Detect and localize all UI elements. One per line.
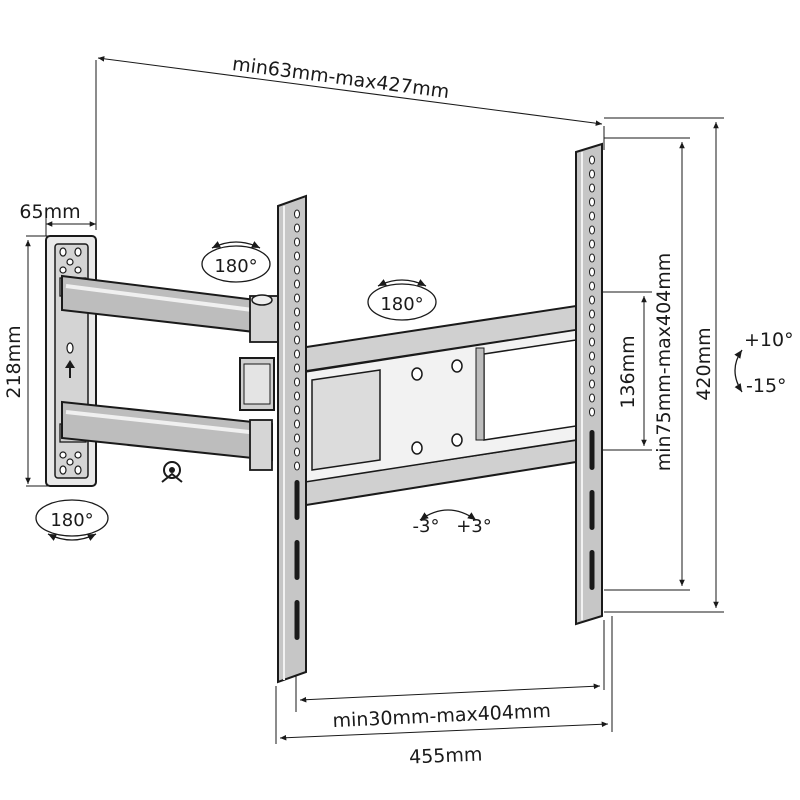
rail-slot [589,379,595,389]
rail-slot [589,407,595,417]
wall-plate [45,235,97,487]
rail-slot [589,253,595,263]
rail-slot [589,337,595,347]
rail-slot [589,309,595,319]
tv-plate [299,304,577,508]
rail-slot [294,377,300,387]
rail-slot [589,323,595,333]
label-overall-width: 455mm [409,743,483,768]
rail-slot [589,267,595,277]
rail-slot [589,351,595,361]
rail-slot [294,405,300,415]
label-tilt-up: +10° [744,329,794,351]
left-rail-slots [294,209,300,640]
label-head-swivel: 180° [380,294,423,315]
rail-slot [294,279,300,289]
rail-slot [294,251,300,261]
rail-slot [294,447,300,457]
rail-slot [294,391,300,401]
rail-slot [589,155,595,165]
label-vesa-vertical: min75mm-max404mm [653,253,675,472]
rail-slot [294,223,300,233]
rail-slot [589,281,595,291]
rail-slot [589,295,595,305]
upper-arm [61,274,279,343]
label-vesa-horizontal: min30mm-max404mm [332,700,551,732]
lower-arm [61,400,273,471]
rail-slot [589,197,595,207]
rail-slot [294,349,300,359]
label-tilt-down: -15° [746,375,787,397]
label-level-right: +3° [456,516,492,537]
rotation-indicators [35,241,743,541]
rail-slot [589,211,595,221]
rail-slot [589,393,595,403]
right-rail-slots [589,155,595,590]
rail-long-slot [294,480,300,520]
label-wall-depth: 65mm [19,201,80,223]
rail-long-slot [589,490,595,530]
dimension-lines [25,56,724,744]
rail-slot [294,461,300,471]
rail-slot [589,169,595,179]
rail-slot [294,321,300,331]
rail-slot [294,335,300,345]
label-top-span: min63mm-max427mm [231,53,451,103]
right-rail [575,142,603,626]
label-wall-swivel: 180° [50,510,93,531]
rail-slot [294,209,300,219]
label-inner-height: 136mm [617,335,639,408]
rail-slot [294,237,300,247]
rail-slot [589,239,595,249]
rail-long-slot [294,600,300,640]
rail-slot [294,293,300,303]
rail-slot [589,225,595,235]
level-arrow-icon [65,360,75,378]
left-rail [277,194,307,684]
rail-slot [589,183,595,193]
rail-slot [294,307,300,317]
rail-slot [589,365,595,375]
rail-slot [294,363,300,373]
wall-plate-holes [59,247,82,475]
safety-ring-icon [161,461,183,483]
label-wall-plate-height: 218mm [3,325,25,398]
rail-slot [294,433,300,443]
rail-slot [294,265,300,275]
rail-slot [294,419,300,429]
label-arm-swivel: 180° [214,256,257,277]
rail-long-slot [294,540,300,580]
pivot-block [239,357,275,411]
rail-long-slot [589,430,595,470]
rail-long-slot [589,550,595,590]
label-level-left: -3° [413,516,440,537]
label-overall-height: 420mm [693,327,715,400]
vesa-holes [411,359,463,455]
